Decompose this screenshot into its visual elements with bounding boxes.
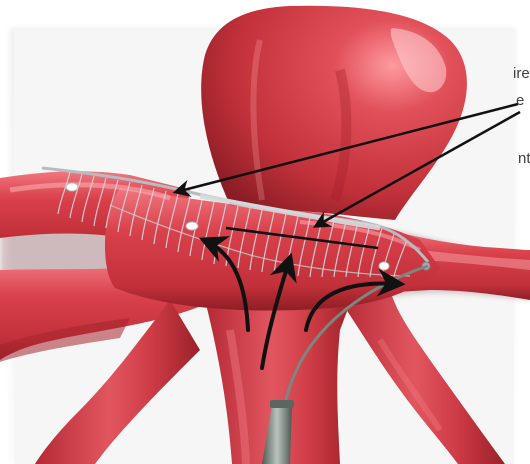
cropped-text-line-2: e (516, 93, 524, 108)
cropped-text-line-1: ire (513, 66, 530, 81)
marker-right (379, 262, 389, 270)
marker-left (66, 183, 78, 191)
cropped-text-line-3: nt (518, 151, 530, 166)
marker-mid (186, 222, 198, 230)
